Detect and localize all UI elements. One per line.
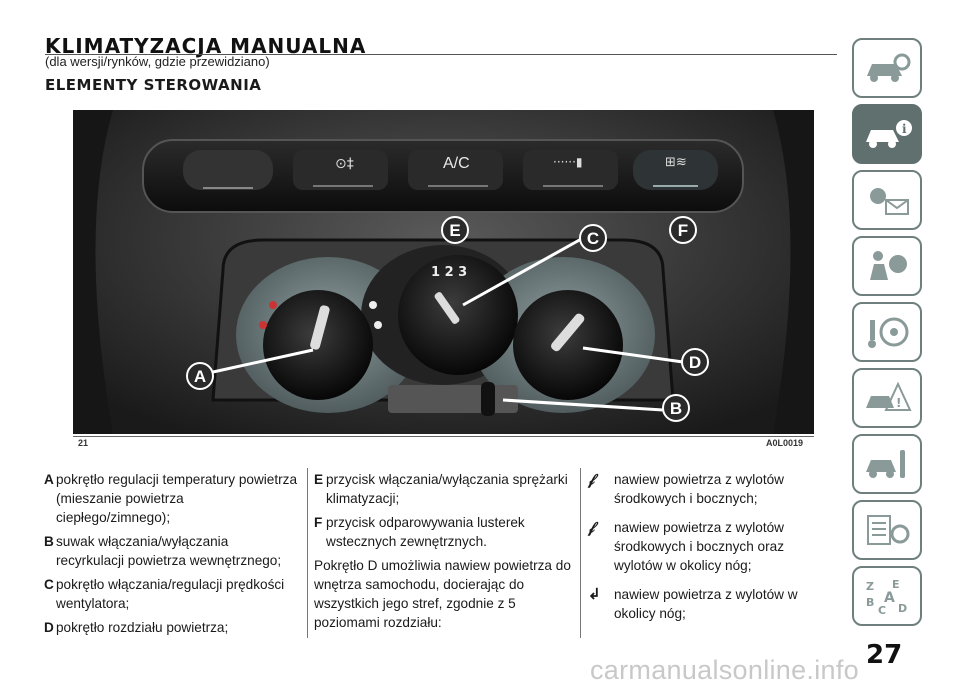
svg-text:A: A xyxy=(884,590,895,606)
tab-car-info[interactable]: i xyxy=(852,104,922,164)
callout-c: C xyxy=(587,229,599,248)
tab-service[interactable] xyxy=(852,434,922,494)
svg-text:!: ! xyxy=(896,396,901,410)
svg-text:B: B xyxy=(866,596,874,609)
svg-text:C: C xyxy=(878,604,886,616)
climate-panel-photo: A/C ⊙‡ ······▮ ⊞≋ 1 2 3 E xyxy=(73,110,814,434)
callout-f: F xyxy=(678,221,688,240)
tab-car-search[interactable] xyxy=(852,38,922,98)
svg-text:D: D xyxy=(898,602,907,615)
vent-feet-icon: ↲ xyxy=(588,586,601,603)
svg-text:Z: Z xyxy=(866,580,874,593)
callout-e: E xyxy=(449,221,460,240)
tab-steering[interactable] xyxy=(852,302,922,362)
svg-text:i: i xyxy=(902,122,907,136)
figure-number: 21 xyxy=(78,438,89,448)
list-item: ↲nawiew powietrza z wylotów w okolicy nó… xyxy=(588,586,798,621)
specs-gear-icon xyxy=(867,515,910,545)
tab-seatbelt-airbag[interactable] xyxy=(852,236,922,296)
callout-d: D xyxy=(689,353,701,372)
section-heading: ELEMENTY STEROWANIA xyxy=(45,76,262,94)
svg-text:E: E xyxy=(892,578,900,591)
car-info-icon: i xyxy=(866,120,912,148)
steering-wheel-icon xyxy=(868,317,909,348)
svg-text:1 2 3: 1 2 3 xyxy=(431,265,467,280)
svg-text:······▮: ······▮ xyxy=(553,155,583,169)
tab-warning[interactable]: ! xyxy=(852,368,922,428)
lights-mail-icon xyxy=(870,188,909,215)
figure-code: A0L0019 xyxy=(766,438,804,448)
warning-car-icon: ! xyxy=(866,381,912,411)
seatbelt-airbag-icon xyxy=(870,251,907,280)
distribution-paragraph: Pokrętło D umożliwia nawiew powietrza do… xyxy=(314,558,571,630)
ac-button-label: A/C xyxy=(443,155,470,172)
column-divider xyxy=(580,468,581,638)
watermark: carmanualsonline.info xyxy=(590,655,859,685)
page-subtitle: (dla wersji/rynków, gdzie przewidziano) xyxy=(45,54,270,69)
callout-b: B xyxy=(670,399,682,418)
vent-face-icon: 𝒻 xyxy=(588,471,595,488)
title-rule xyxy=(45,54,837,55)
tab-lights-mail[interactable] xyxy=(852,170,922,230)
figure-rule xyxy=(73,436,814,437)
car-search-icon xyxy=(867,53,911,82)
svg-text:⊞≋: ⊞≋ xyxy=(665,155,687,170)
tab-specs[interactable] xyxy=(852,500,922,560)
car-service-icon xyxy=(866,450,905,478)
callout-a: A xyxy=(194,367,206,386)
page-number: 27 xyxy=(866,640,903,670)
vent-face-feet-icon: 𝒻 xyxy=(588,519,595,536)
column-divider xyxy=(307,468,308,638)
svg-text:⊙‡: ⊙‡ xyxy=(335,156,354,172)
